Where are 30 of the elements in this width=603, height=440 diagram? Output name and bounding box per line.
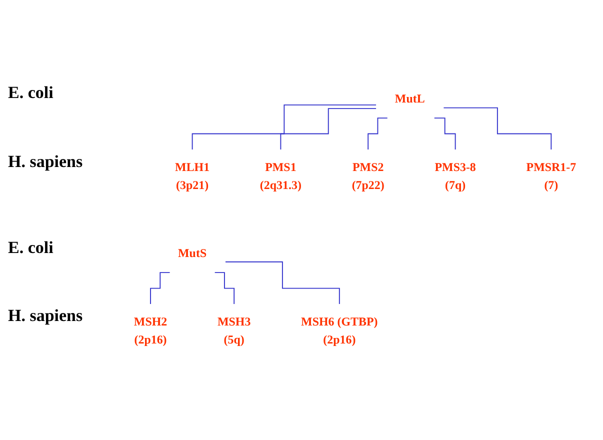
node-text: MSH2 xyxy=(134,315,168,329)
node-text: PMS1 xyxy=(265,160,296,174)
node-label: (7) xyxy=(544,178,558,192)
node-text: PMSR1-7 xyxy=(526,160,576,174)
connector xyxy=(192,104,377,150)
node-text: MSH3 xyxy=(217,315,251,329)
node-label: (5q) xyxy=(224,333,244,347)
node-text: MutS xyxy=(178,247,207,260)
row-label: H. sapiens xyxy=(8,306,83,326)
node-text: MutL xyxy=(394,92,425,106)
connector xyxy=(150,272,170,304)
row-label: E. coli xyxy=(8,238,54,258)
connector xyxy=(225,261,340,304)
connector xyxy=(280,108,377,150)
node-text: MSH6 (GTBP) xyxy=(301,315,378,329)
connector xyxy=(434,118,456,150)
node-label: (2p16) xyxy=(134,333,167,347)
node-text: MLH1 xyxy=(175,160,210,174)
row-label: E. coli xyxy=(8,83,54,104)
connector xyxy=(368,118,388,150)
node-label: (7q) xyxy=(445,178,466,192)
node-label: (3p21) xyxy=(176,178,209,192)
row-label: H. sapiens xyxy=(8,152,83,172)
connector xyxy=(443,107,552,150)
node-label: (2p16) xyxy=(323,333,356,347)
node-label: (2q31.3) xyxy=(260,178,302,192)
node-text: PMS2 xyxy=(352,160,384,174)
node-text: PMS3-8 xyxy=(434,160,476,174)
connector xyxy=(214,272,235,304)
node-label: (7p22) xyxy=(352,178,384,192)
